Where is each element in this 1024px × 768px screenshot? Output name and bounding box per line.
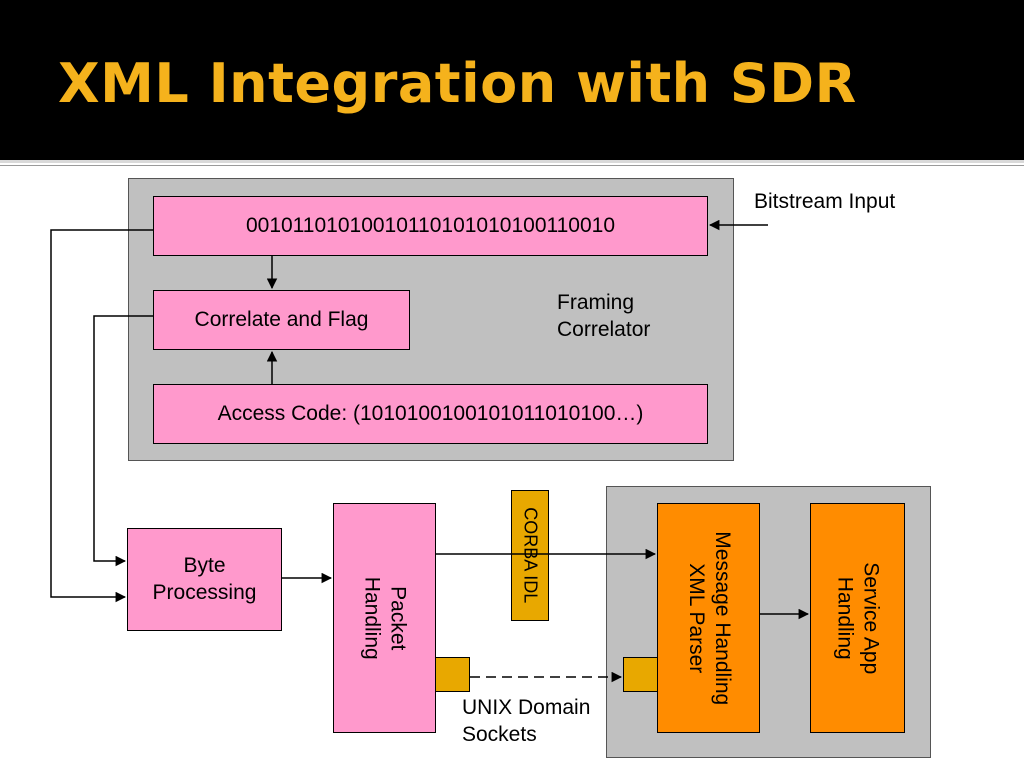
message-handling-line-2: XML Parser (684, 562, 708, 674)
service-app-line-2: Handling (833, 576, 857, 660)
message-handling-line-1: Message Handling (710, 531, 734, 705)
service-app-box: Service App Handling (810, 503, 905, 733)
unix-sockets-label: UNIX Domain Sockets (462, 694, 590, 749)
correlate-and-flag-text: Correlate and Flag (194, 307, 369, 331)
byte-processing-box: Byte Processing (127, 528, 282, 631)
bitstream-input-text: Bitstream Input (754, 190, 896, 213)
bitstream-box-text: 00101101010010110101010100110010 (245, 213, 616, 237)
title-divider-thin (0, 165, 1024, 166)
message-handling-box: Message Handling XML Parser (657, 503, 760, 733)
bitstream-input-label: Bitstream Input (754, 188, 895, 215)
framing-label-line-2: Correlator (557, 318, 651, 342)
access-code-box: Access Code: (10101001001010110101­00…) (153, 384, 708, 444)
packet-handling-text: Packet Handling (358, 577, 411, 660)
service-app-text: Service App Handling (831, 562, 884, 674)
bitstream-box: 00101101010010110101010100110010 (153, 196, 708, 256)
message-handling-text: Message Handling XML Parser (682, 531, 735, 705)
packet-handling-line-2: Handling (360, 576, 384, 660)
packet-socket-port (435, 657, 470, 692)
corba-idl-text: CORBA IDL (520, 507, 541, 604)
title-bar: XML Integration with SDR (0, 0, 1024, 160)
slide-title: XML Integration with SDR (58, 52, 857, 115)
framing-correlator-label: Framing Correlator (557, 289, 650, 344)
byte-processing-line-1: Byte (183, 554, 226, 578)
unix-sockets-line-2: Sockets (462, 723, 537, 747)
correlate-and-flag-box: Correlate and Flag (153, 290, 410, 350)
service-app-line-1: Service App (859, 561, 883, 675)
framing-label-line-1: Framing (557, 291, 635, 314)
packet-handling-line-1: Packet (386, 585, 410, 651)
packet-handling-box: Packet Handling (333, 503, 436, 733)
title-divider (0, 160, 1024, 163)
unix-sockets-line-1: UNIX Domain (462, 696, 591, 719)
message-socket-port (623, 657, 658, 692)
corba-idl-box: CORBA IDL (511, 490, 549, 621)
byte-processing-line-2: Processing (152, 580, 257, 604)
access-code-text: Access Code: (10101001001010110101­00…) (217, 401, 644, 425)
